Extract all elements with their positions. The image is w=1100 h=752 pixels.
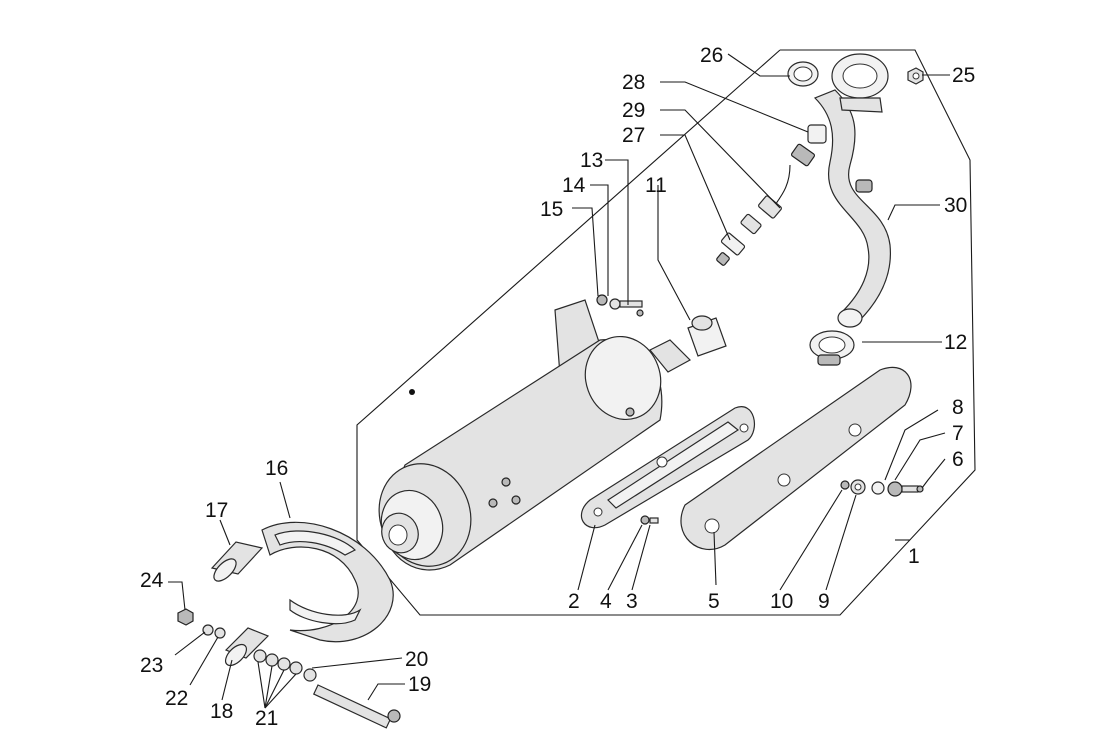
muffler-support-bracket	[261, 521, 394, 643]
gasket-ring	[787, 61, 819, 87]
shield-bracket	[580, 406, 756, 529]
callout-7: 7	[952, 422, 964, 445]
callout-17: 17	[205, 499, 228, 522]
callout-28: 28	[622, 71, 645, 94]
callout-18: 18	[210, 700, 233, 723]
callout-30: 30	[944, 194, 967, 217]
lambda-sensor	[716, 143, 816, 266]
bracket-sleeve-upper	[210, 541, 264, 582]
callout-21: 21	[255, 707, 278, 730]
callout-13: 13	[580, 149, 603, 172]
callout-20: 20	[405, 648, 428, 671]
header-pipe	[813, 53, 892, 328]
callout-10: 10	[770, 590, 793, 613]
bracket-long-bolt	[312, 684, 401, 729]
callout-6: 6	[952, 448, 964, 471]
callout-3: 3	[626, 590, 638, 613]
pipe-clamp	[809, 330, 855, 366]
bracket-washers	[177, 608, 317, 682]
callout-25: 25	[952, 64, 975, 87]
callout-9: 9	[818, 590, 830, 613]
assembly-dot	[409, 389, 415, 395]
bracket-screw	[640, 515, 659, 525]
callout-12: 12	[944, 331, 967, 354]
mount-bolt	[596, 294, 644, 317]
leader-lines	[168, 53, 950, 709]
callout-14: 14	[562, 174, 586, 197]
callout-16: 16	[265, 457, 288, 480]
callout-4: 4	[600, 590, 612, 613]
callout-15: 15	[540, 198, 563, 221]
muffler-body	[378, 299, 691, 571]
sensor-spacer	[807, 124, 827, 144]
callout-5: 5	[708, 590, 720, 613]
assembly-boundary-line	[356, 49, 976, 616]
callout-24: 24	[140, 569, 164, 592]
callout-1: 1	[908, 545, 920, 568]
connecting-sleeve	[687, 315, 727, 357]
callout-23: 23	[140, 654, 163, 677]
callout-8: 8	[952, 396, 964, 419]
heat-shield	[680, 366, 912, 551]
callout-22: 22	[165, 687, 188, 710]
callout-labels: 1 2 3 4 5 6 7 8 9 10 11 12 13 14 15 16 1…	[140, 44, 975, 730]
callout-27: 27	[622, 124, 645, 147]
shield-fasteners	[840, 479, 924, 497]
callout-19: 19	[408, 673, 431, 696]
header-nut	[907, 67, 924, 85]
callout-26: 26	[700, 44, 723, 67]
bracket-sleeve-lower	[224, 627, 270, 667]
callout-29: 29	[622, 99, 645, 122]
callout-2: 2	[568, 590, 580, 613]
callout-11: 11	[645, 174, 667, 197]
